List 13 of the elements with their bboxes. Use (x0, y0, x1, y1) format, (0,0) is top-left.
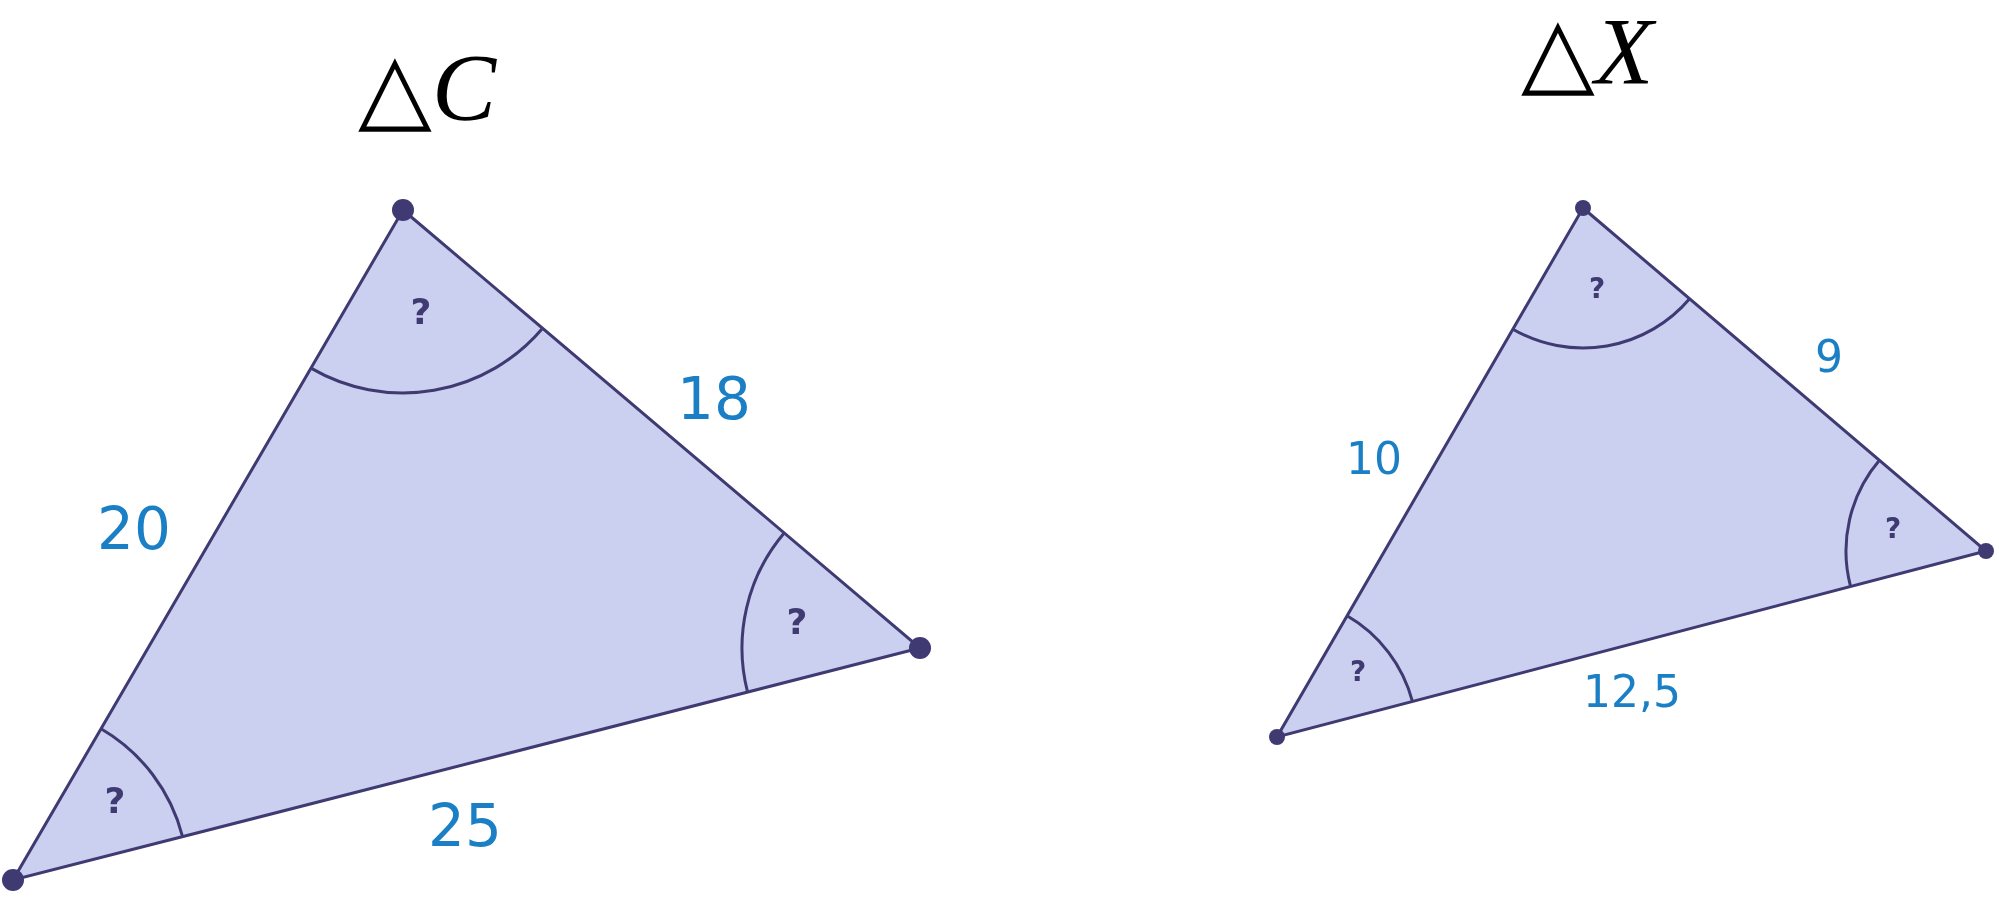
angle-label: ? (1588, 275, 1606, 303)
side-length: 12,5 (1583, 670, 1681, 714)
angle-label: ? (410, 294, 432, 330)
side-length: 20 (97, 500, 171, 558)
angle-label: ? (1884, 515, 1902, 543)
side-length: 10 (1346, 437, 1402, 481)
side-length: 25 (428, 797, 502, 855)
side-length: 18 (677, 370, 751, 428)
angle-label: ? (786, 604, 808, 640)
angle-label: ? (104, 783, 126, 819)
triangle-name: △C (358, 40, 496, 136)
angle-label: ? (1349, 658, 1367, 686)
side-length: 9 (1815, 335, 1843, 379)
